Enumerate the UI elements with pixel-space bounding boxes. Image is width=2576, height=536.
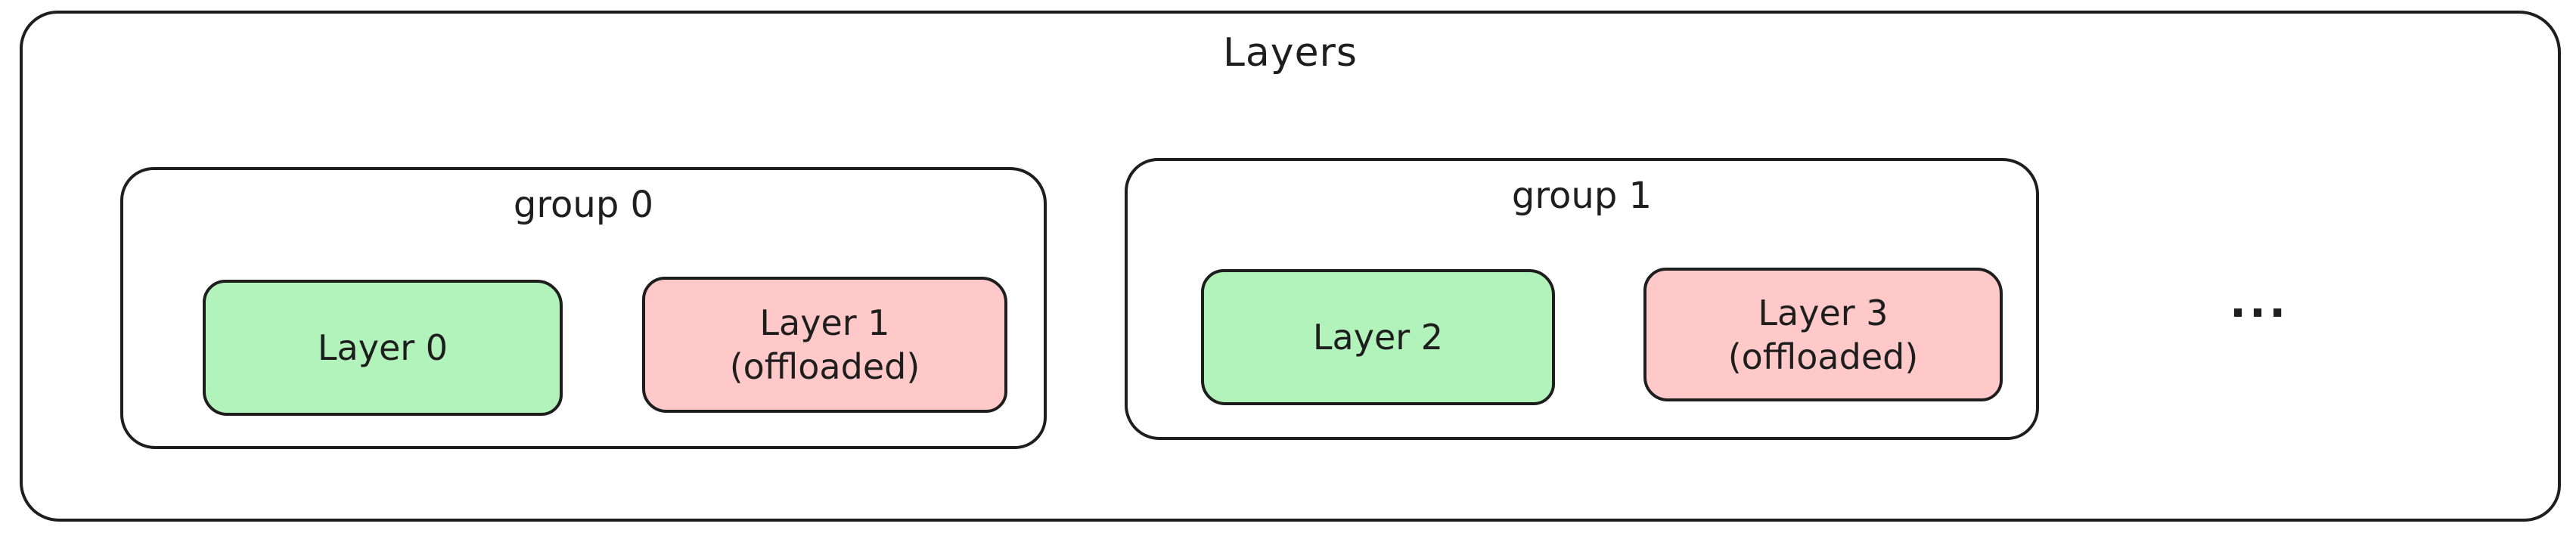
- more-groups-ellipsis: ...: [2230, 276, 2289, 327]
- layer-1-offloaded-note: (offloaded): [729, 346, 920, 387]
- group-1-box: group 1 Layer 2 Layer 3 (offloaded): [1125, 158, 2039, 440]
- layer-1-offloaded-box: Layer 1 (offloaded): [642, 277, 1007, 413]
- group-0-box: group 0 Layer 0 Layer 1 (offloaded): [120, 167, 1047, 449]
- layers-container-box: Layers group 0 Layer 0 Layer 1 (offloade…: [20, 11, 2561, 522]
- layer-3-offloaded-box: Layer 3 (offloaded): [1643, 268, 2003, 401]
- layer-0-label: Layer 0: [317, 327, 448, 368]
- layer-1-label: Layer 1: [759, 302, 890, 343]
- layer-3-offloaded-note: (offloaded): [1727, 336, 1919, 377]
- group-0-label: group 0: [513, 184, 654, 226]
- layer-3-label: Layer 3: [1758, 292, 1889, 333]
- layers-title: Layers: [1222, 30, 1358, 76]
- layer-0-box: Layer 0: [203, 280, 563, 416]
- group-1-label: group 1: [1511, 175, 1653, 217]
- layer-2-label: Layer 2: [1312, 317, 1444, 358]
- layer-2-box: Layer 2: [1201, 269, 1555, 405]
